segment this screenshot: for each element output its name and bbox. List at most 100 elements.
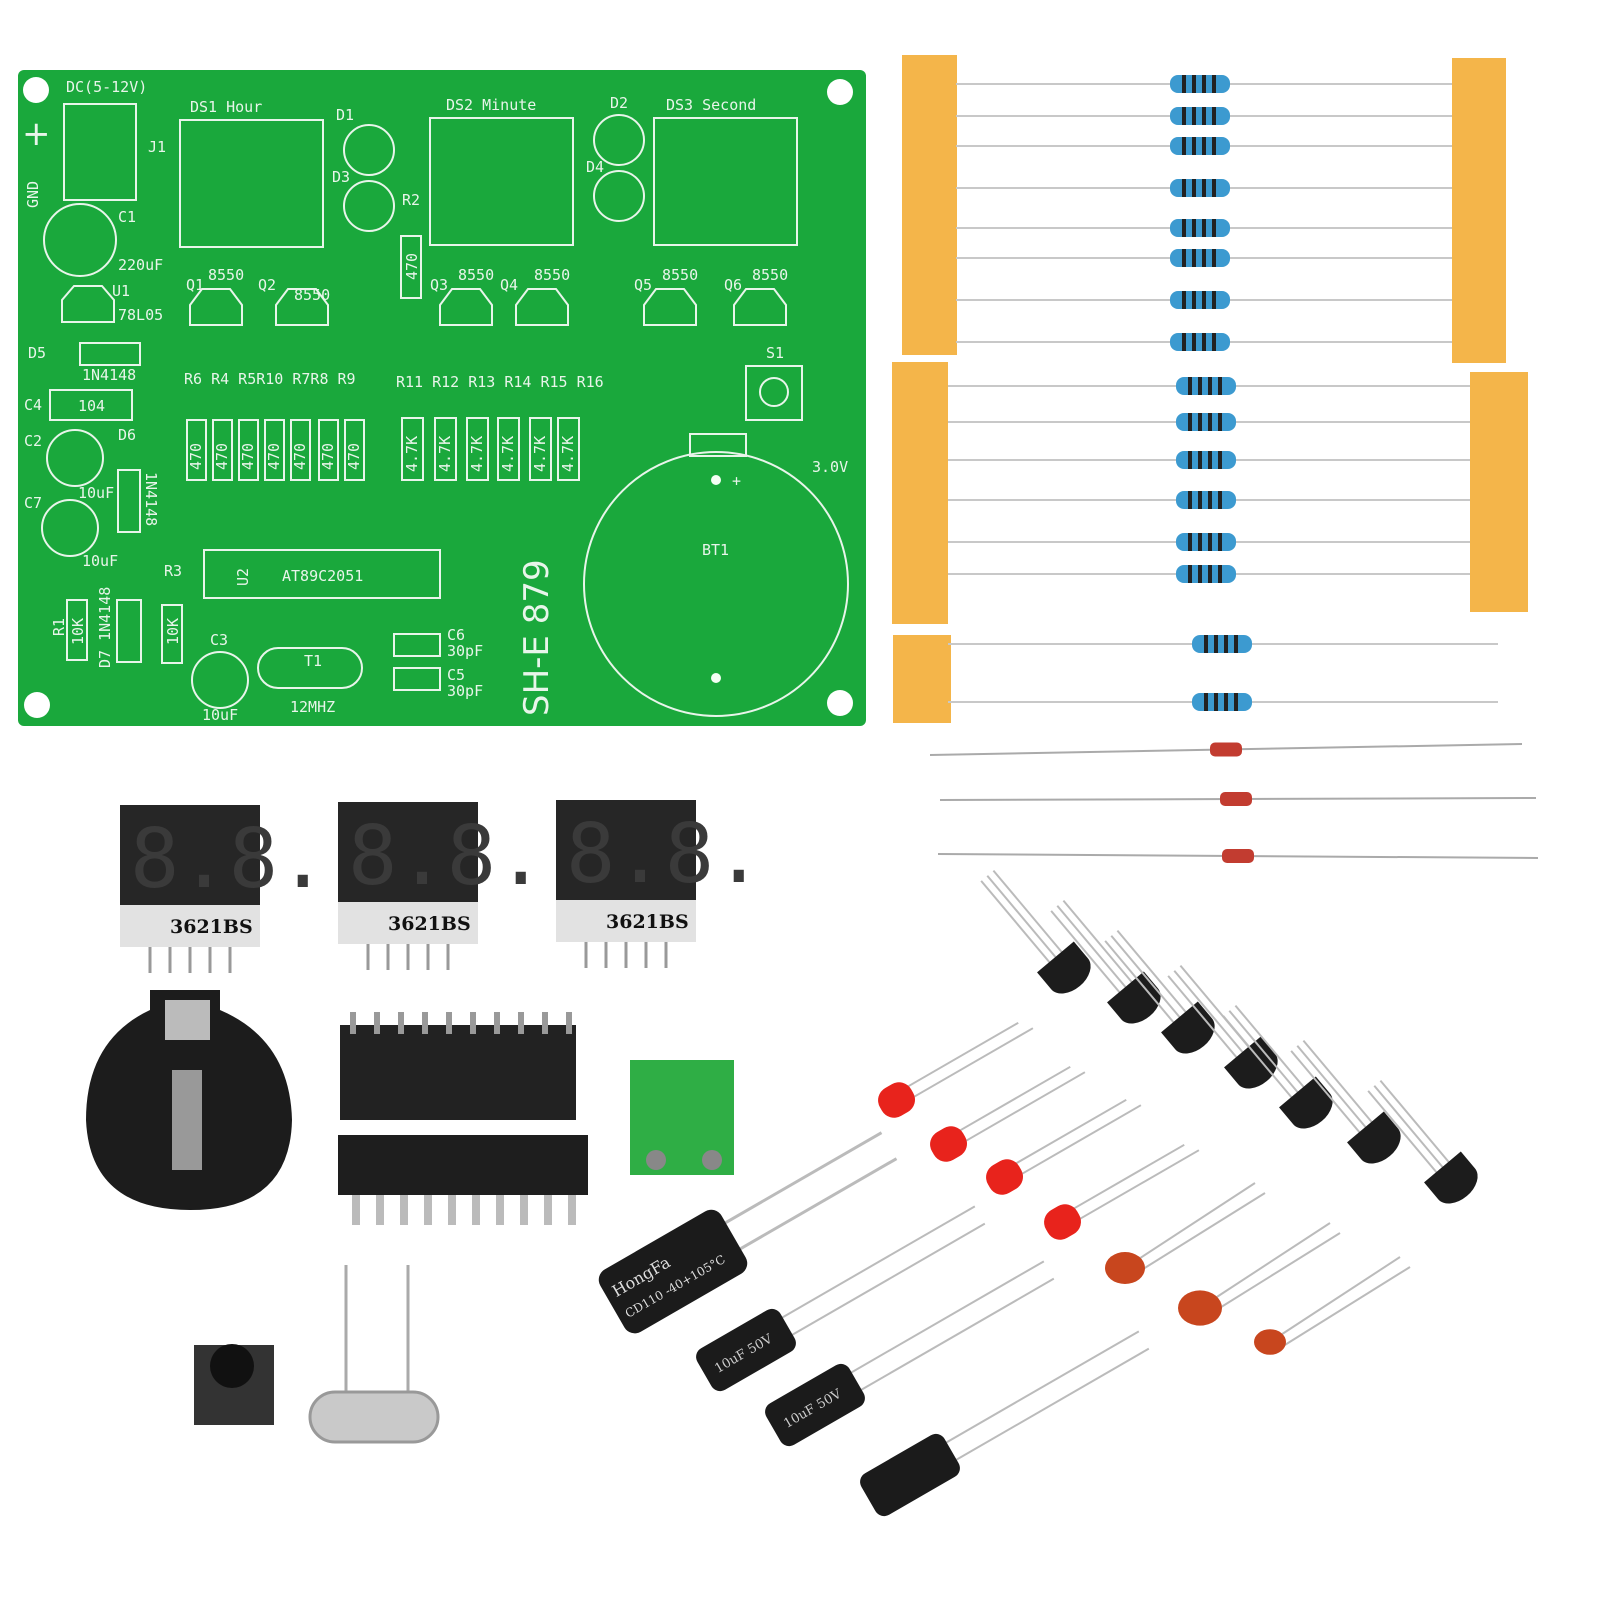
- silk-q-val: 8550: [662, 266, 698, 284]
- silk-c7: C7: [24, 494, 42, 512]
- pin: [520, 1195, 528, 1225]
- display-part-number: 3621BS: [170, 916, 253, 938]
- color-band: [1202, 75, 1206, 93]
- silk-model: SH-E 879: [517, 559, 557, 716]
- color-band: [1212, 107, 1216, 125]
- silk-bat-voltage: 3.0V: [812, 458, 848, 476]
- u2-outline: [203, 549, 441, 599]
- color-band: [1208, 533, 1212, 551]
- tape-strip: [1470, 372, 1528, 612]
- silk-r1-val: 10K: [69, 618, 87, 645]
- resistor-footprint: [401, 417, 424, 481]
- silk-u2: U2: [234, 568, 252, 586]
- ceramic-capacitor: [1254, 1256, 1411, 1355]
- d6-outline: [117, 469, 141, 533]
- silk-c4: C4: [24, 396, 42, 414]
- silk-q5: Q5: [634, 276, 652, 294]
- pin: [422, 1012, 428, 1034]
- silk-c4-val: 104: [78, 397, 105, 415]
- t1-outline: [257, 647, 363, 689]
- transistor-footprint: [643, 288, 697, 326]
- pin: [542, 1012, 548, 1034]
- resistor: [1170, 179, 1230, 197]
- s1-circle: [759, 377, 789, 407]
- silk-r-val: 4.7K: [531, 436, 549, 472]
- transistor: [1222, 1004, 1333, 1129]
- color-band: [1208, 565, 1212, 583]
- silk-r-group1: R6 R4 R5R10 R7R8 R9: [184, 370, 356, 388]
- resistor: [1176, 565, 1236, 583]
- ds1-outline: [179, 119, 324, 248]
- c5-outline: [393, 667, 441, 691]
- silk-bt1: BT1: [702, 541, 729, 559]
- transistor-footprint: [515, 288, 569, 326]
- color-band: [1202, 249, 1206, 267]
- silk-r-val: 470: [291, 443, 309, 470]
- color-band: [1192, 75, 1196, 93]
- color-band: [1204, 693, 1208, 711]
- r1-outline: [66, 599, 88, 661]
- silk-power: DC(5-12V): [66, 78, 147, 96]
- tactile-button: [194, 1344, 274, 1425]
- c7-outline: [41, 499, 99, 557]
- pin: [566, 1012, 572, 1034]
- color-band: [1212, 291, 1216, 309]
- silk-c1: C1: [118, 208, 136, 226]
- silk-d4: D4: [586, 158, 604, 176]
- d4-outline: [593, 170, 645, 222]
- pin: [518, 1012, 524, 1034]
- silk-r-val: 470: [319, 443, 337, 470]
- resistor: [1176, 451, 1236, 469]
- color-band: [1198, 377, 1202, 395]
- pin: [568, 1195, 576, 1225]
- transistor-footprint: [189, 288, 243, 326]
- display-part-number: 3621BS: [606, 911, 689, 933]
- ds2-outline: [429, 117, 574, 246]
- silk-s1: S1: [766, 344, 784, 362]
- resistor: [1176, 413, 1236, 431]
- resistor-footprint: [434, 417, 457, 481]
- display-digits: 8.8.: [348, 809, 545, 904]
- transistor: [1290, 1039, 1401, 1164]
- bt1-outline: [583, 451, 849, 717]
- color-band: [1208, 491, 1212, 509]
- pin: [494, 1012, 500, 1034]
- mount-hole: [23, 77, 49, 103]
- color-band: [1208, 413, 1212, 431]
- resistor-footprint: [318, 419, 339, 481]
- ic-socket: [340, 1012, 576, 1120]
- transistor-footprint: [275, 288, 329, 326]
- red-led: [930, 1065, 1086, 1162]
- silk-d1: D1: [336, 106, 354, 124]
- pin: [376, 1195, 384, 1225]
- color-band: [1182, 219, 1186, 237]
- transistor-footprint: [733, 288, 787, 326]
- color-band: [1212, 75, 1216, 93]
- bt1-tab: [689, 433, 747, 457]
- silk-d5-val: 1N4148: [82, 366, 136, 384]
- resistor: [1170, 219, 1230, 237]
- color-band: [1188, 377, 1192, 395]
- color-band: [1198, 533, 1202, 551]
- silk-r-val: 4.7K: [436, 436, 454, 472]
- silk-d6-val: 1N4148: [142, 472, 160, 526]
- ceramic-capacitors: [1105, 1182, 1411, 1355]
- color-band: [1202, 333, 1206, 351]
- silk-c6: C6: [447, 626, 465, 644]
- silk-c7-val: 10uF: [82, 552, 118, 570]
- silk-c3: C3: [210, 631, 228, 649]
- silk-c5-val: 30pF: [447, 682, 483, 700]
- resistor-footprint: [497, 417, 520, 481]
- silk-r3-val: 10K: [164, 618, 182, 645]
- resistor-footprint: [466, 417, 489, 481]
- silk-ds1: DS1 Hour: [190, 98, 262, 116]
- silk-q4: Q4: [500, 276, 518, 294]
- pin: [472, 1195, 480, 1225]
- color-band: [1218, 491, 1222, 509]
- silk-ds3: DS3 Second: [666, 96, 756, 114]
- silk-r-val: 470: [239, 443, 257, 470]
- seven-segment-display: 8.8.3621BS: [120, 805, 327, 973]
- silk-t1-val: 12MHZ: [290, 698, 335, 716]
